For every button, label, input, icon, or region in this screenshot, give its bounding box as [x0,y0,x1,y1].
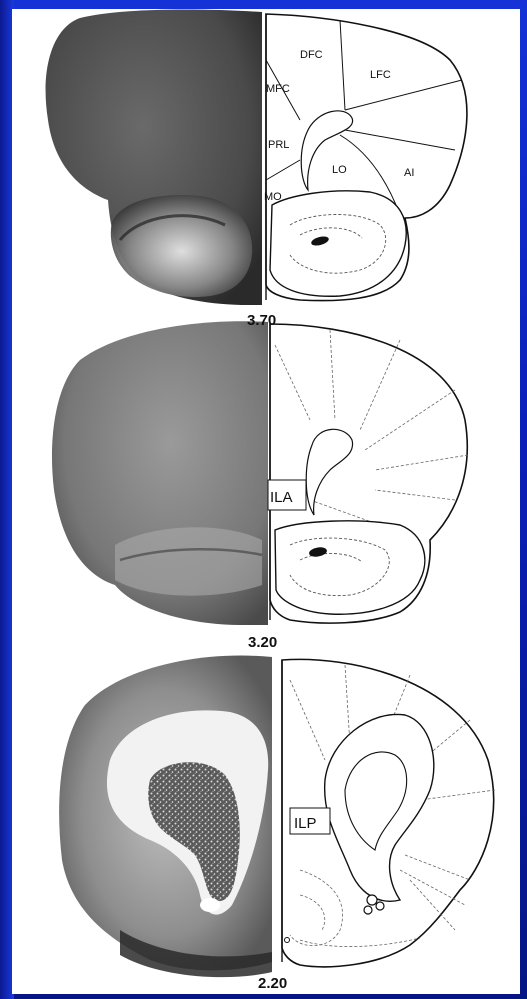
section-3-70: DFC MFC LFC PRL LO AI MO [46,10,467,305]
region-ila: ILA [270,489,293,506]
region-prl: PRL [268,139,289,151]
region-lo: LO [332,164,347,176]
level-label-2-20: 2.20 [258,975,287,992]
region-dfc: DFC [300,49,323,61]
level-label-3-70: 3.70 [247,312,276,329]
level-label-3-20: 3.20 [248,634,277,651]
section-3-20: ILA [52,321,468,625]
region-lfc: LFC [370,69,391,81]
region-mo: MO [264,191,282,203]
section-2-20: ILP [59,656,495,978]
region-ilp: ILP [294,815,317,832]
region-ai: AI [404,167,414,179]
region-mfc: MFC [266,83,290,95]
stained-olfactory-3-70 [111,195,252,297]
